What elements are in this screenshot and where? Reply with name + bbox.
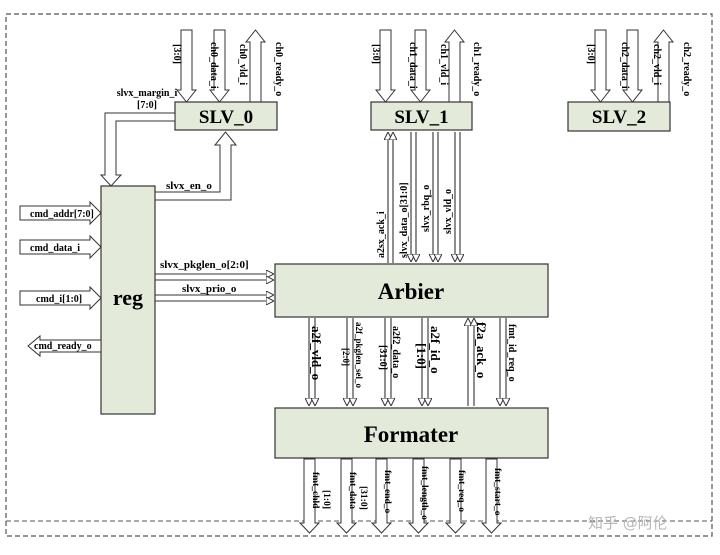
slv0-data-width-label: [3:0] [171,44,182,64]
slv1-arbier-lines [388,132,460,263]
slv1-title: SLV_1 [394,107,448,128]
cmd-ready-label: cmd_ready_o [34,341,92,352]
reg-to-arbier-lines [155,274,273,301]
fmt-chld-width-label: [1:0] [321,490,331,509]
cmd-i-label: cmd_i[1:0] [36,294,82,305]
a2f2-data-width-label: [31:0] [377,345,388,370]
a2f-id-width-label: [1:0] [414,343,429,369]
slvx-data-label: slvx_data_o[31:0] [399,182,410,258]
watermark-text: 知乎 @阿伦 [588,514,668,532]
slv1-vld-label: ch1_vld_i [438,44,449,85]
slv1-ready-label: ch1_ready_o [471,42,482,96]
fmt-req-label: fmt_req_o [456,470,466,512]
slv0-vld-label: ch0_vld_i [237,44,248,85]
slv1-port-arrows [374,29,466,103]
slv2-data-label: ch2_data_i [619,42,630,89]
arbier-block [274,263,549,318]
fmt-end-label: fmt_end_o [382,470,392,514]
reg-block [100,185,156,415]
reg-title: reg [113,285,143,310]
reg-input-arrows [19,200,102,358]
slv1-data-width-label: [3:0] [370,44,381,64]
slv2-port-arrows [589,29,675,103]
slvx-prio-label: slvx_prio_o [182,283,237,295]
a2f-id-label: a2f_id_o [428,326,443,374]
slvx-margin-label: slvx_margin_i [117,88,178,99]
fmt-id-req-label: fmt_id_req_o [506,324,517,382]
formater-title: Formater [364,422,459,447]
outer-frame [5,13,713,537]
fmt-length-label: fmt_length_o [419,466,429,520]
slvx-margin-width-label: [7:0] [137,100,157,111]
a2f2-data-label: a2f2_data_o [390,326,401,378]
slvx-pkglen-label: slvx_pkglen_o[2:0] [160,259,249,271]
a2sx-ack-label: a2sx_ack_i [376,211,387,258]
arbier-title: Arbier [378,279,444,304]
arbier-formater-lines [309,318,506,406]
slvx-rbq-label: slvx_rbq_o [421,185,432,232]
slv2-data-width-label: [3:0] [585,44,596,64]
a2f-pkglen-label: a2f_pkglen_sel_o [354,322,364,389]
slv0-port-arrows [175,29,267,103]
fmt-start-label: fmt_start_o [492,468,502,516]
fmt-data-width-label: [31:0] [358,486,368,510]
slvx-en-label: slvx_en_o [166,180,212,192]
a2f-vld-label: a2f_vld_o [309,326,324,380]
slvx-en-arrow [154,131,238,201]
f2a-ack-label: f2a_ack_o [474,322,489,378]
slvx-margin-arrow [99,112,176,187]
slv2-block [567,101,671,132]
slv0-block [174,101,278,131]
slv0-ready-label: ch0_ready_o [273,42,284,96]
slv1-data-label: ch1_data_i [407,42,418,89]
cmd-addr-label: cmd_addr[7:0] [30,209,94,220]
a2f-pkglen-width-label: [2:0] [341,348,351,366]
slv2-ready-label: ch2_ready_o [681,42,692,96]
formater-block [274,407,549,459]
slv2-vld-label: ch2_vld_i [651,44,662,85]
slv0-title: SLV_0 [199,107,253,128]
cmd-data-label: cmd_data_i [30,243,80,254]
slv2-title: SLV_2 [592,107,646,128]
slv0-data-label: ch0_data_i [208,42,219,89]
slvx-vld-label: slvx_vld_o [443,189,454,234]
fmt-chld-label: fmt_chld [310,472,320,509]
formater-output-arrows [298,458,503,534]
slv1-block [370,101,473,131]
fmt-data-label: fmt_data [347,472,357,509]
